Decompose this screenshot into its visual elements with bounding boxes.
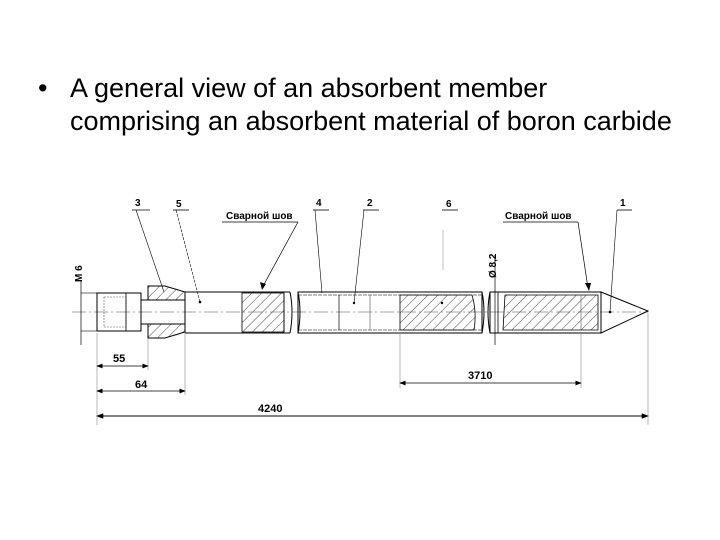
callout-6: 6 — [446, 199, 452, 210]
callouts: 3 5 Сварной шов 4 2 6 Сварной шов 1 — [132, 198, 632, 313]
dim-64: 64 — [135, 379, 148, 391]
bullet-text: A general view of an absorbent member co… — [70, 73, 672, 136]
plug-part-5 — [185, 291, 290, 334]
tube-right-segment — [489, 291, 602, 334]
dim-3710: 3710 — [468, 370, 492, 382]
callout-2: 2 — [367, 198, 373, 209]
bullet-dot: • — [38, 73, 48, 103]
diameter-dimension: Ø 8,2 — [488, 253, 499, 345]
thread-dimension: M 6 — [74, 265, 97, 345]
cone-tip-part-1 — [600, 291, 650, 334]
callout-weld-right: Сварной шов — [505, 211, 572, 222]
callout-3: 3 — [135, 198, 141, 209]
bullet-item: • A general view of an absorbent member … — [38, 72, 678, 138]
dim-4240: 4240 — [258, 403, 282, 415]
thread-label: M 6 — [74, 265, 85, 282]
dimension-lines: 55 64 3710 4240 — [96, 353, 649, 419]
callout-5: 5 — [176, 199, 182, 210]
diameter-label: Ø 8,2 — [488, 253, 499, 278]
extension-lines — [96, 313, 649, 425]
callout-4: 4 — [316, 198, 322, 209]
callout-1: 1 — [620, 198, 626, 209]
dim-55: 55 — [113, 353, 125, 365]
tube-middle-segment — [297, 291, 483, 334]
callout-weld-left: Сварной шов — [226, 211, 293, 222]
